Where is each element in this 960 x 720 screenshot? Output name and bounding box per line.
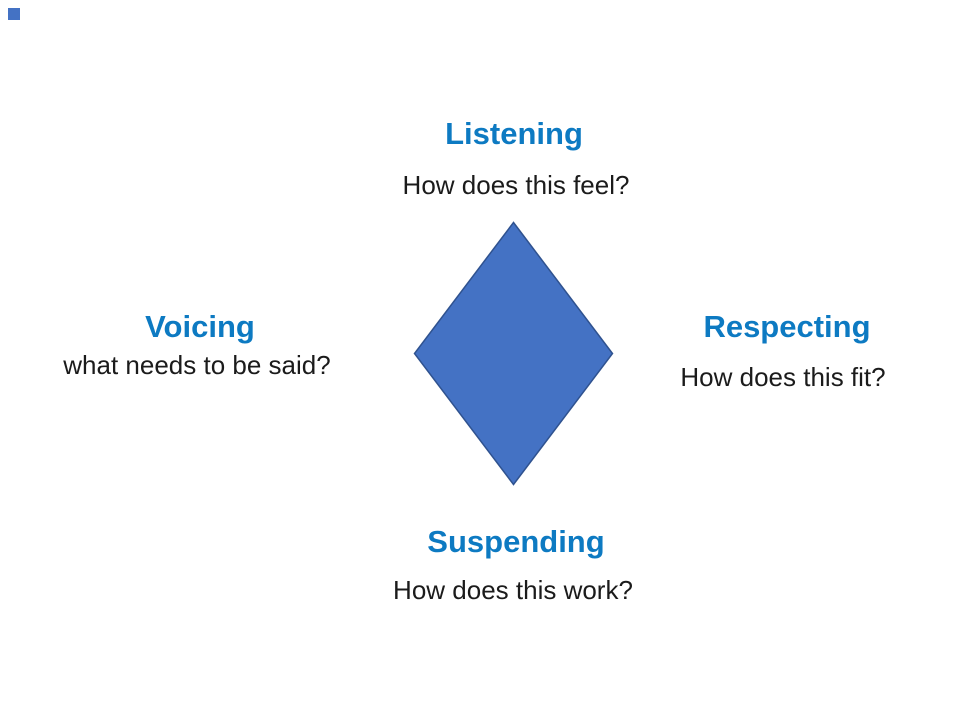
- suspending-question: How does this work?: [393, 575, 633, 605]
- diamond-shape: [413, 221, 614, 486]
- voicing-title: Voicing: [145, 309, 255, 344]
- suspending-title: Suspending: [427, 524, 605, 559]
- diamond-polygon: [413, 221, 614, 486]
- respecting-title: Respecting: [703, 309, 871, 344]
- listening-question: How does this feel?: [402, 170, 630, 200]
- listening-title: Listening: [445, 116, 583, 151]
- voicing-question: what needs to be said?: [63, 350, 331, 380]
- corner-marker-square: [8, 8, 20, 20]
- respecting-question: How does this fit?: [680, 362, 886, 392]
